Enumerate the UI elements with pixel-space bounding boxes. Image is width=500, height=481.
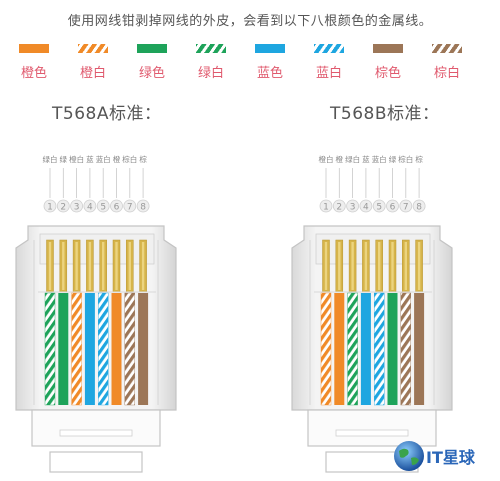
pin-label: 橙: [113, 154, 121, 164]
legend-label-3: 绿色: [138, 66, 165, 81]
legend-swatch-6: [314, 44, 344, 53]
legend-label-1: 橙色: [20, 66, 47, 81]
wire-6: [111, 293, 122, 405]
pin-number: 2: [336, 203, 342, 213]
pin-label: 蓝: [86, 154, 94, 164]
legend-label-6: 蓝白: [315, 66, 342, 81]
color-legend: 橙色 橙白 绿色 绿白 蓝色 蓝白 棕色 棕白: [0, 38, 500, 82]
legend-swatch-1: [19, 44, 49, 53]
legend-label-7: 棕色: [374, 66, 401, 81]
connector-latch: [307, 409, 437, 447]
legend-label-4: 绿白: [197, 66, 224, 81]
pin-number-circle: [96, 199, 110, 213]
pin-number-circle: [319, 199, 333, 213]
pin-number: 8: [416, 203, 422, 213]
pin-number-circle: [136, 199, 150, 213]
pin-number-circle: [70, 199, 83, 213]
wire-2: [58, 293, 69, 405]
pin-number-circle: [83, 199, 97, 213]
pin-number: 5: [376, 203, 382, 213]
wire-3: [71, 292, 82, 406]
t568a-title: T568A标准：: [52, 104, 162, 124]
logo: IT星球: [390, 434, 500, 478]
pin-label: 棕白: [122, 154, 137, 164]
wire-7: [124, 292, 136, 406]
pin-label: 绿白: [345, 154, 360, 164]
contact-block: [315, 233, 431, 265]
wire-2: [334, 293, 345, 405]
legend-label-8: 棕白: [433, 66, 460, 81]
pin-number-circle: [123, 199, 137, 213]
t568b-title: T568B标准：: [330, 104, 440, 124]
pin-number-circle: [332, 199, 346, 213]
legend-swatch-8: [432, 44, 462, 53]
wire-4: [360, 293, 371, 405]
wire-1: [320, 292, 332, 406]
pin-number: 7: [127, 203, 133, 213]
pin-label: 橙: [336, 154, 344, 164]
legend-swatch-2: [78, 44, 108, 53]
legend-swatch-3: [137, 44, 167, 53]
pin-number-circle: [110, 199, 123, 213]
pin-number-circle: [346, 199, 360, 213]
pin-number-circle: [56, 199, 70, 213]
wire-8: [138, 293, 149, 405]
legend-label-2: 橙白: [79, 66, 106, 81]
pin-number-circle: [412, 199, 426, 213]
wire-8: [414, 293, 425, 405]
pin-label: 棕: [139, 154, 147, 164]
connector-latch: [31, 409, 161, 447]
wire-3: [347, 292, 358, 406]
pin-number-circle: [386, 199, 399, 213]
pin-label: 绿: [389, 155, 397, 164]
legend-label-5: 蓝色: [256, 66, 283, 81]
wire-7: [400, 292, 411, 406]
wire-5: [374, 292, 385, 406]
pin-number: 7: [403, 203, 409, 213]
pin-label: 棕白: [398, 154, 413, 164]
pin-number: 6: [114, 203, 120, 213]
pin-number: 4: [87, 203, 93, 213]
pin-label: 蓝: [362, 154, 370, 164]
legend-swatch-7: [373, 44, 403, 53]
pin-number-circle: [399, 199, 413, 213]
wire-5: [97, 292, 109, 406]
pin-number: 3: [350, 203, 356, 213]
logo-text: IT星球: [426, 448, 475, 467]
globe-icon: [394, 441, 424, 471]
legend-swatch-4: [196, 44, 226, 53]
connector-boot: [49, 451, 143, 473]
pin-label: 橙白: [319, 154, 334, 164]
legend-swatch-5: [255, 44, 285, 53]
pin-label: 绿: [60, 155, 68, 164]
pin-label: 绿白: [43, 154, 58, 164]
pin-number-circle: [359, 199, 373, 213]
pin-number: 1: [323, 203, 329, 213]
pin-number: 8: [140, 203, 146, 213]
wire-1: [44, 292, 56, 406]
wire-6: [387, 293, 398, 405]
pin-number: 1: [47, 203, 53, 213]
pin-number: 5: [100, 203, 106, 213]
pin-label: 蓝白: [372, 154, 387, 164]
pin-label: 橙白: [69, 154, 84, 164]
pin-number: 4: [363, 203, 369, 213]
pin-number: 6: [390, 203, 396, 213]
intro-text: 使用网线钳剥掉网线的外皮，会看到以下八根颜色的金属线。: [67, 14, 433, 29]
pin-number: 2: [60, 203, 66, 213]
pin-number: 3: [74, 203, 80, 213]
pin-label: 棕: [415, 154, 423, 164]
contact-block: [39, 233, 155, 265]
pin-number-circle: [372, 199, 386, 213]
pin-number-circle: [43, 199, 57, 213]
wire-4: [84, 293, 95, 405]
pin-label: 蓝白: [96, 154, 111, 164]
